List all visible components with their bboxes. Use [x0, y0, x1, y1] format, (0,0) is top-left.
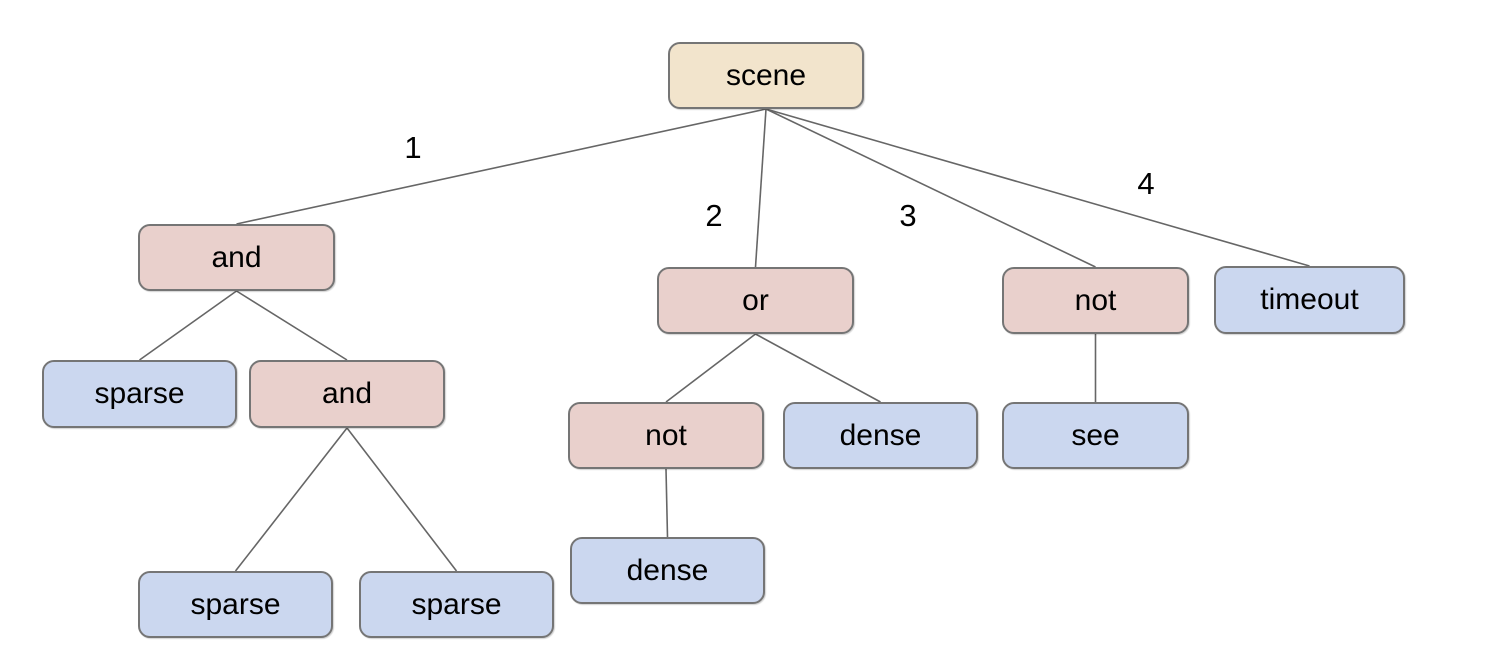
node-label: see	[1071, 418, 1120, 452]
edge-label-4: 4	[1137, 166, 1154, 201]
node-label: dense	[626, 553, 709, 587]
node-label: sparse	[94, 377, 185, 410]
tree-node-not1: not	[568, 402, 764, 469]
edge-label-2: 2	[705, 198, 722, 233]
tree-node-sparse1: sparse	[42, 360, 237, 428]
node-label: timeout	[1260, 283, 1359, 316]
tree-edge-and2-sparse2	[234, 427, 348, 572]
node-label: and	[321, 377, 373, 410]
tree-edge-or1-dense1	[755, 333, 881, 403]
tree-node-not2: not	[1002, 267, 1189, 334]
tree-node-and1: and	[138, 224, 335, 291]
node-label: scene	[725, 58, 807, 92]
node-label: not	[645, 418, 687, 452]
node-label: sparse	[411, 587, 502, 621]
tree-edge-scene-not2	[765, 108, 1096, 268]
tree-node-or1: or	[657, 267, 854, 334]
tree-edge-not1-dense2	[665, 468, 669, 538]
tree-node-and2: and	[249, 360, 445, 428]
node-label: not	[1074, 283, 1117, 317]
tree-node-dense1: dense	[783, 402, 978, 469]
tree-edge-and1-sparse1	[139, 290, 237, 361]
node-label: and	[211, 240, 262, 274]
tree-edge-and1-and2	[236, 290, 348, 361]
node-label: dense	[839, 418, 922, 452]
tree-node-sparse3: sparse	[359, 571, 554, 638]
tree-node-dense2: dense	[570, 537, 765, 604]
tree-node-see: see	[1002, 402, 1189, 469]
tree-edge-or1-not1	[665, 333, 756, 403]
tree-node-timeout: timeout	[1214, 266, 1405, 334]
node-label: or	[742, 283, 769, 317]
node-label: sparse	[190, 587, 281, 621]
edge-label-3: 3	[899, 198, 916, 233]
tree-node-sparse2: sparse	[138, 571, 333, 638]
tree-edge-scene-and1	[236, 108, 767, 225]
tree-edge-and2-sparse3	[346, 427, 458, 572]
tree-edge-scene-timeout	[765, 108, 1310, 267]
tree-edge-scene-or1	[754, 108, 767, 268]
edge-label-1: 1	[404, 130, 421, 165]
tree-node-scene: scene	[668, 42, 864, 109]
